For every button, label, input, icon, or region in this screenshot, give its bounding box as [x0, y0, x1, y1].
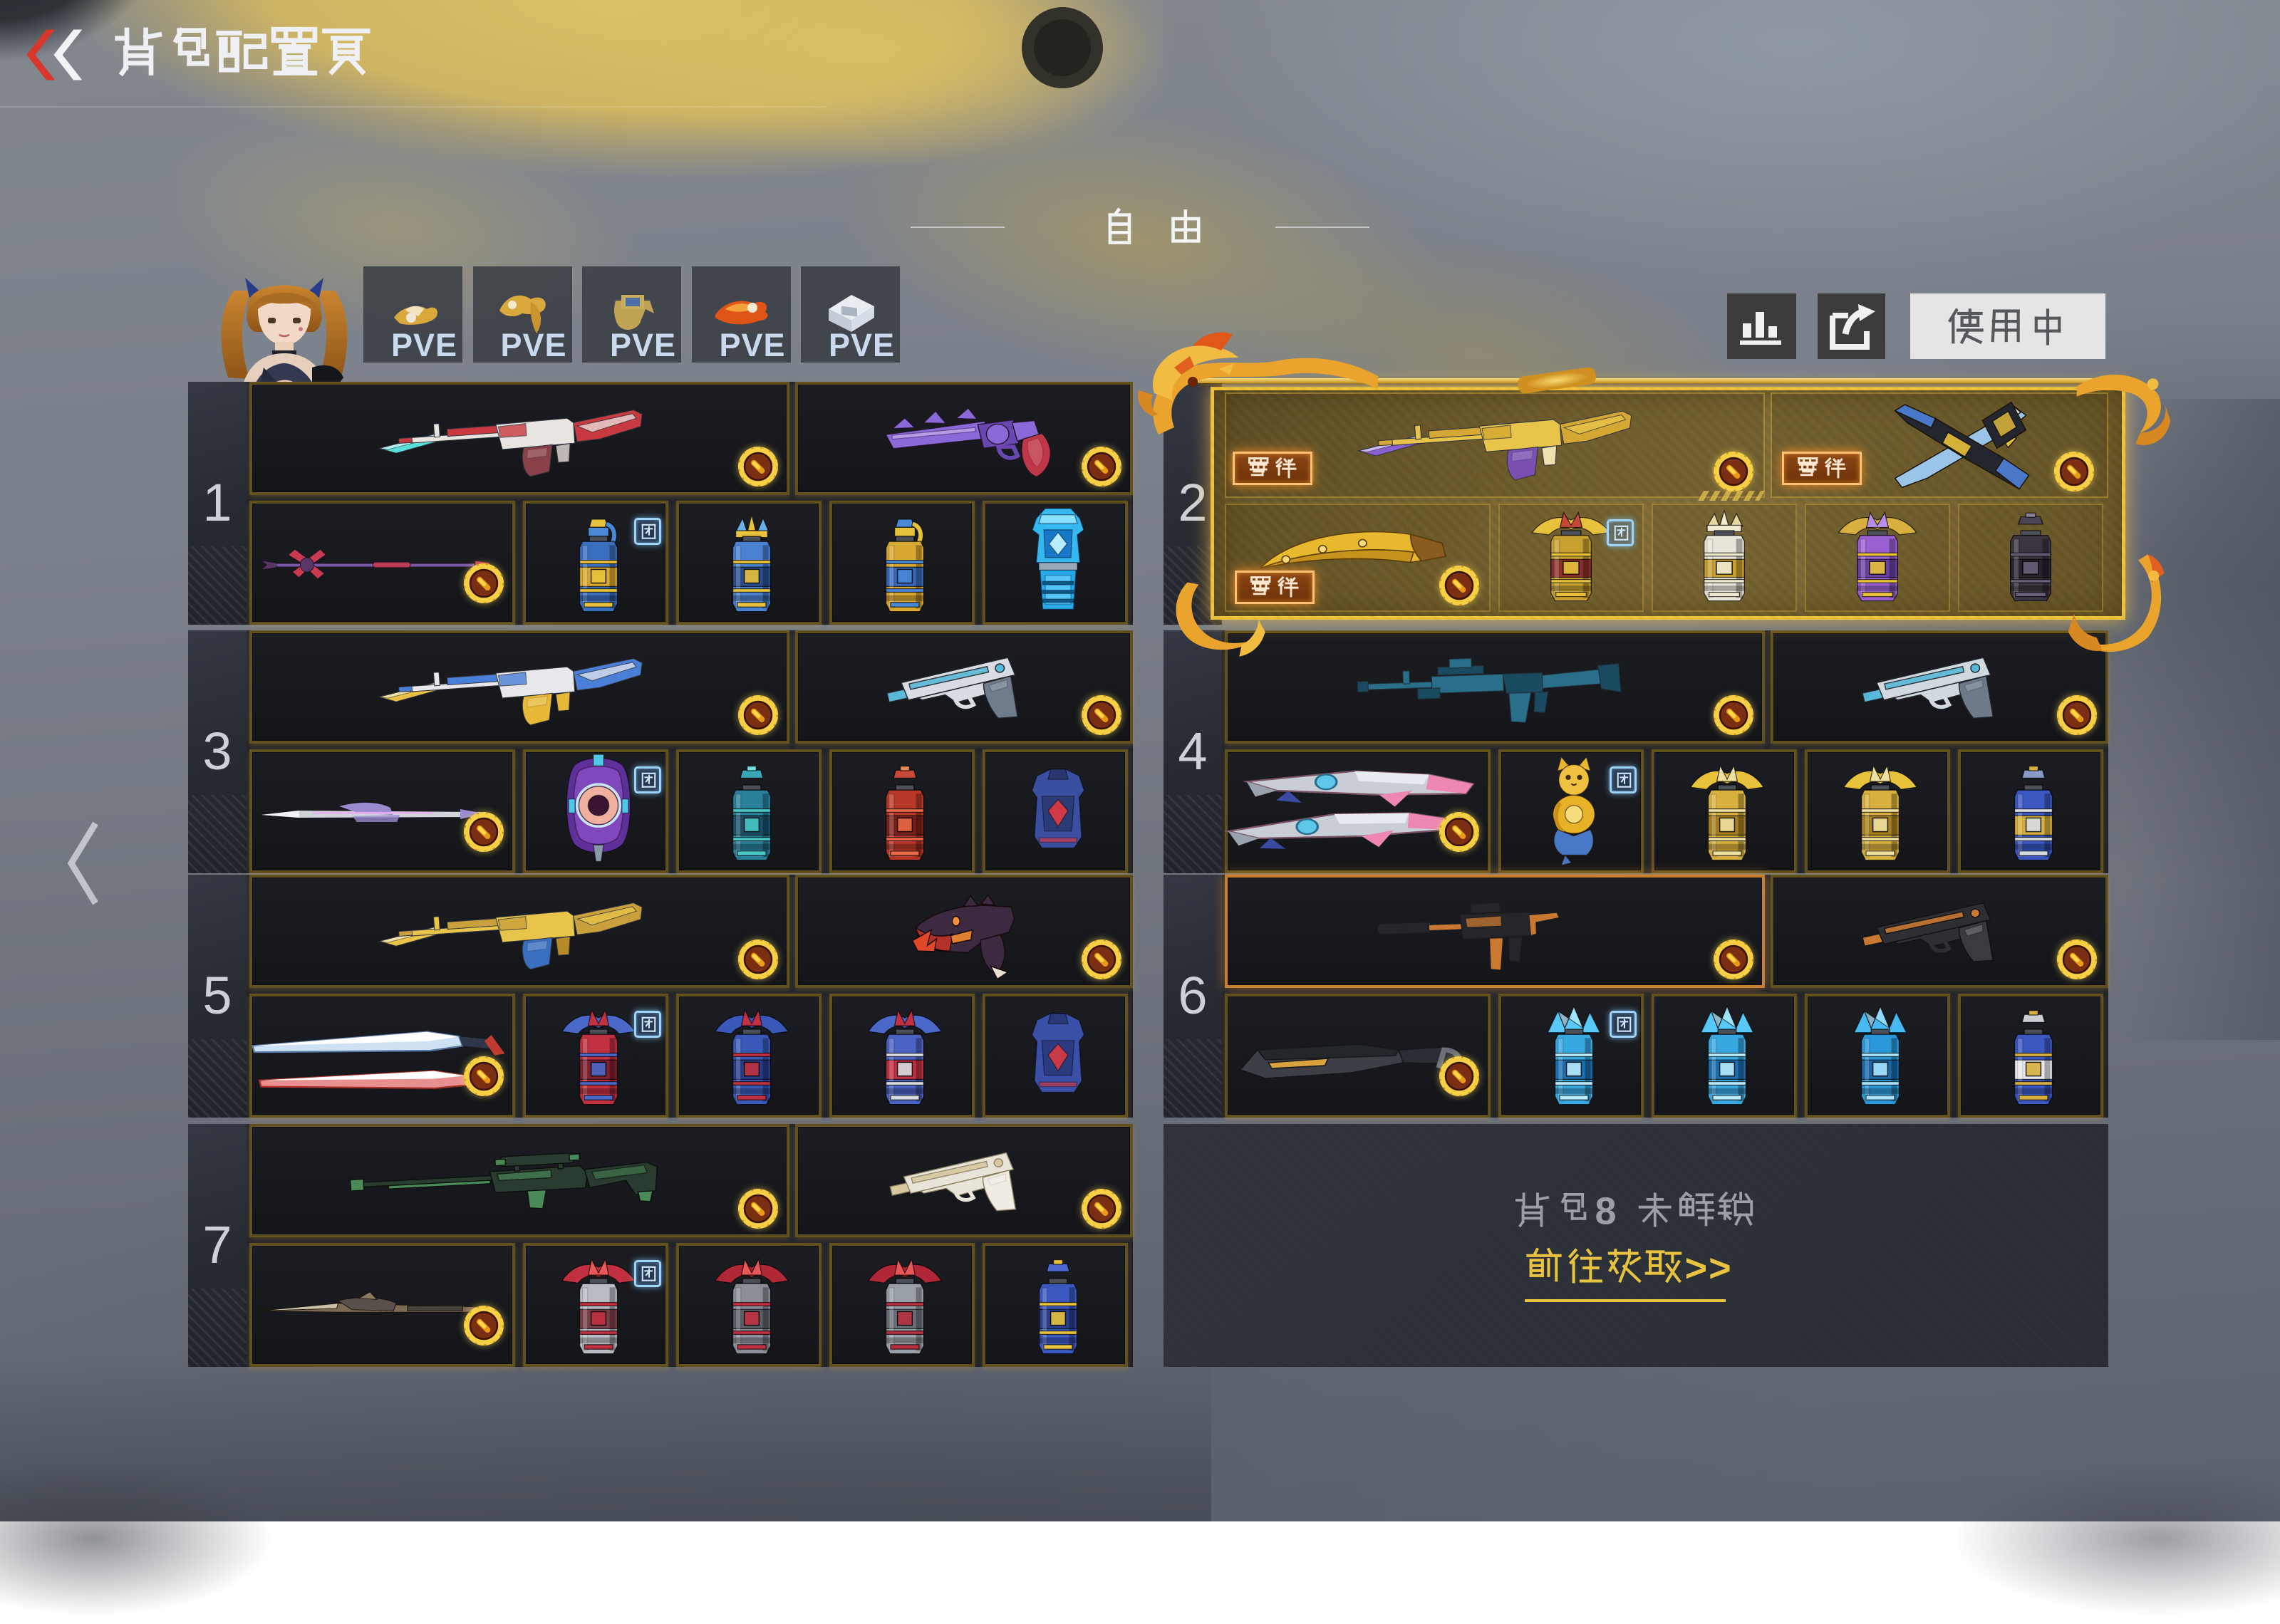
svg-text:8: 8 [1595, 1190, 1617, 1232]
svg-text:>: > [1685, 1246, 1708, 1289]
svg-text:>: > [1709, 1246, 1731, 1289]
